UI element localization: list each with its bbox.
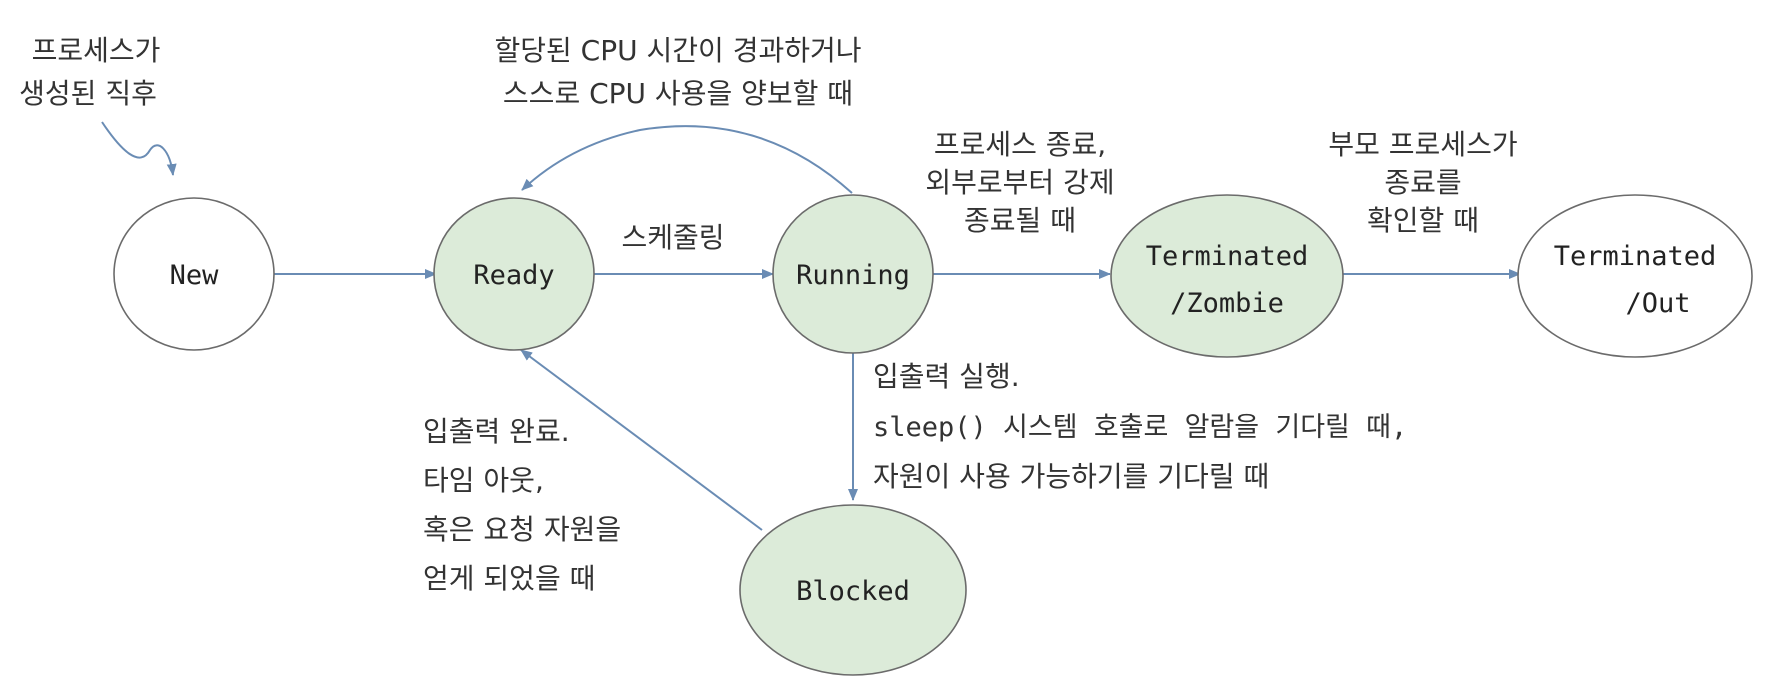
edge-running-to-ready	[521, 125, 853, 194]
annotation-terminate: 프로세스 종료, 외부로부터 강제 종료될 때	[925, 128, 1114, 237]
annotation-parent-ack: 부모 프로세스가 종료를 확인할 때	[1328, 128, 1517, 237]
annotation-creation-line-1: 프로세스가	[32, 34, 161, 67]
state-blocked-label: Blocked	[796, 576, 910, 607]
state-terminated-out: Terminated /Out	[1517, 194, 1753, 358]
annotation-io-done: 입출력 완료. 타임 아웃, 혹은 요청 자원을 얻게 되었을 때	[423, 415, 621, 595]
annotation-preempt-line-1: 할당된 CPU 시간이 경과하거나	[495, 34, 862, 67]
state-new: New	[113, 197, 275, 351]
state-terminated-zombie: Terminated /Zombie	[1110, 194, 1344, 358]
state-out-label-1: Terminated	[1554, 241, 1717, 272]
annotation-dispatch: 스케줄링	[621, 221, 724, 254]
annotation-terminate-line-3: 종료될 때	[964, 204, 1076, 237]
annotation-io-done-line-2: 타임 아웃,	[423, 464, 544, 497]
annotation-creation: 프로세스가 생성된 직후	[19, 34, 160, 110]
annotation-preempt-line-2: 스스로 CPU 사용을 양보할 때	[503, 77, 853, 110]
state-out-label-2: /Out	[1625, 288, 1690, 319]
annotation-creation-line-2: 생성된 직후	[19, 77, 157, 110]
edge-creation-pointer	[101, 121, 177, 176]
state-new-label: New	[170, 260, 220, 291]
annotation-terminate-line-1: 프로세스 종료,	[934, 128, 1106, 161]
state-blocked: Blocked	[739, 504, 967, 676]
annotation-io-done-line-4: 얻게 되었을 때	[423, 562, 595, 595]
annotation-parent-line-3: 확인할 때	[1367, 204, 1479, 237]
state-ready: Ready	[433, 197, 595, 351]
state-zombie-label-1: Terminated	[1146, 241, 1309, 272]
state-ready-label: Ready	[473, 260, 554, 291]
annotation-io-wait: 입출력 실행. sleep() 시스템 호출로 알람을 기다릴 때, 자원이 사…	[873, 360, 1407, 493]
annotation-parent-line-2: 종료를	[1384, 166, 1461, 199]
state-running-label: Running	[796, 260, 910, 291]
annotation-io-done-line-1: 입출력 완료.	[423, 415, 570, 448]
annotation-parent-line-1: 부모 프로세스가	[1328, 128, 1517, 161]
annotation-io-wait-line-2: sleep() 시스템 호출로 알람을 기다릴 때,	[873, 412, 1407, 443]
annotation-terminate-line-2: 외부로부터 강제	[925, 166, 1114, 199]
state-running: Running	[772, 194, 934, 354]
edge-blocked-to-ready	[520, 349, 763, 531]
state-zombie-label-2: /Zombie	[1170, 288, 1284, 319]
annotation-preempt: 할당된 CPU 시간이 경과하거나 스스로 CPU 사용을 양보할 때	[495, 34, 862, 110]
annotation-io-wait-line-3: 자원이 사용 가능하기를 기다릴 때	[873, 460, 1269, 493]
annotation-io-wait-line-1: 입출력 실행.	[873, 360, 1020, 393]
annotation-io-done-line-3: 혹은 요청 자원을	[423, 513, 621, 546]
